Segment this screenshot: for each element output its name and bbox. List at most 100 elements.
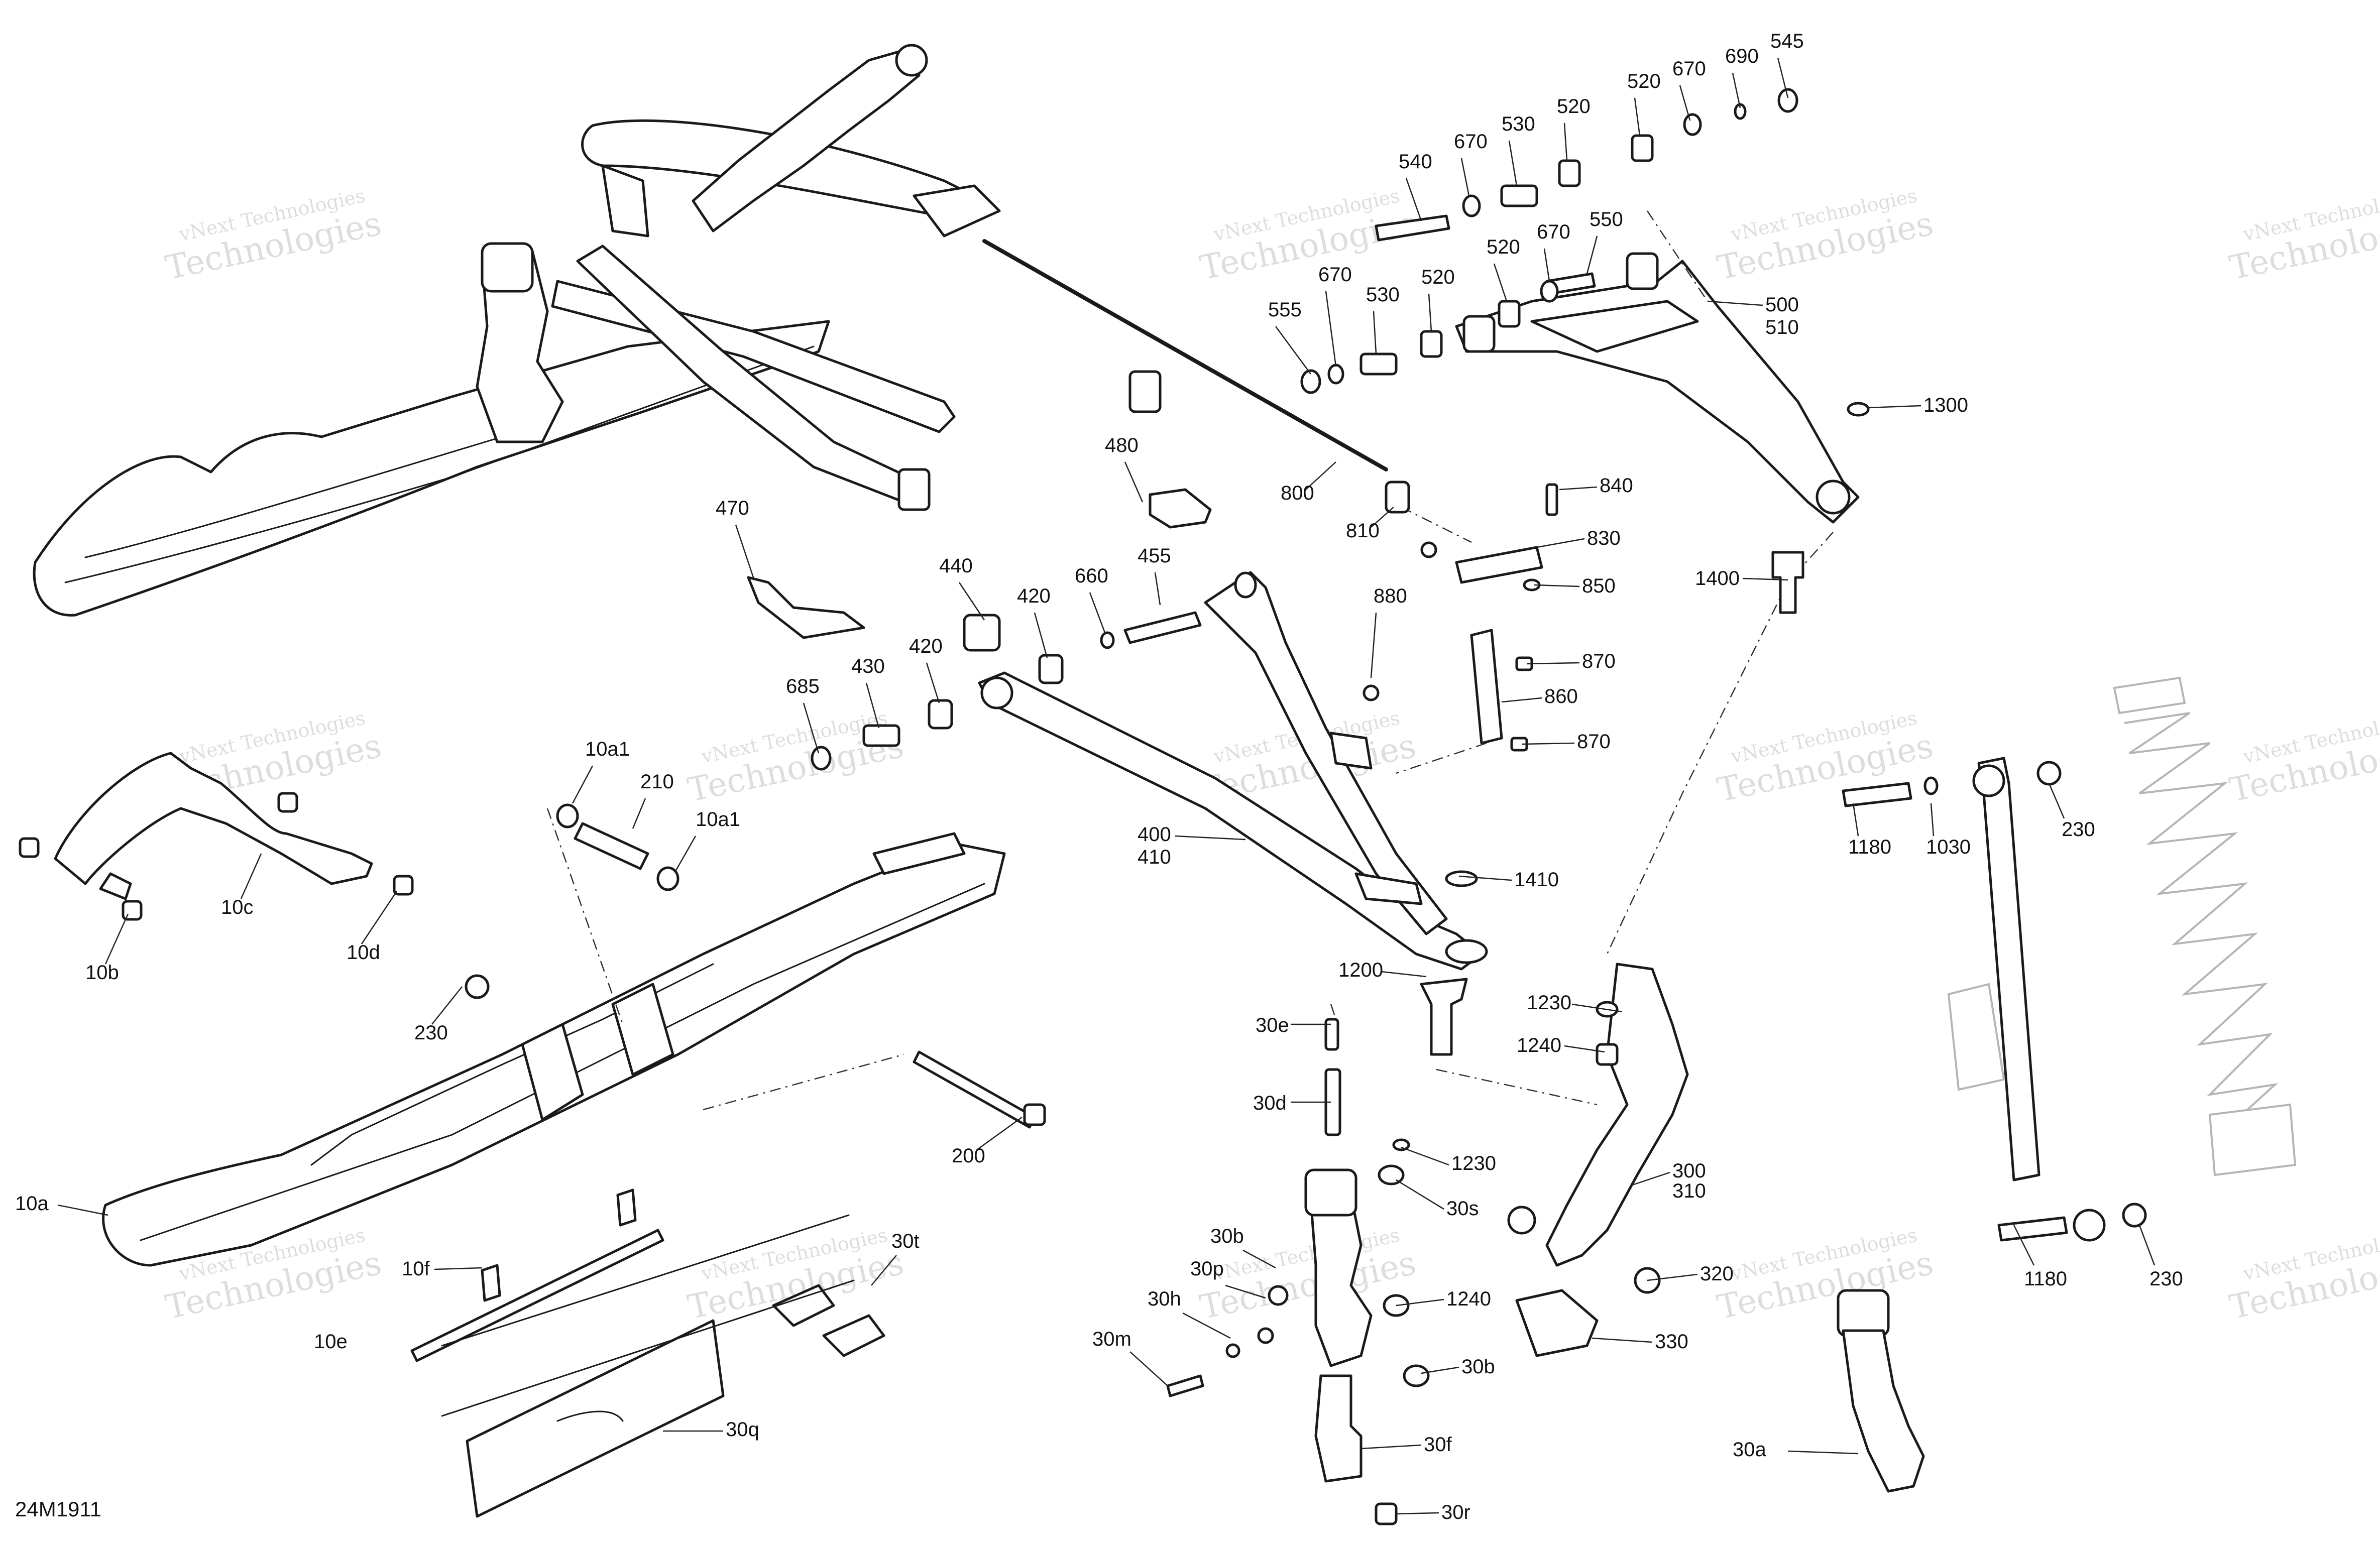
ski-decal (872, 832, 966, 875)
part-callout-label: 10b (85, 962, 119, 984)
leader-line (1563, 123, 1568, 161)
runner-stud-10f (481, 1264, 501, 1302)
leader-line (240, 853, 262, 899)
washer-670 (1683, 113, 1702, 136)
leader-line (1129, 1351, 1168, 1386)
nut-230 (2122, 1203, 2147, 1228)
assembly-axis-line (1330, 1004, 1337, 1020)
spindle-body (1842, 1329, 1925, 1493)
sleeve-530 (1359, 352, 1398, 376)
leader-line (1325, 291, 1337, 367)
leader-line (1647, 1273, 1698, 1281)
a-arm-bushing (1462, 315, 1496, 353)
leader-line (1396, 1512, 1439, 1515)
leader-line (1371, 507, 1394, 528)
bushing-520 (1558, 159, 1581, 187)
screw-10b (19, 837, 40, 858)
leader-line (1787, 1450, 1859, 1455)
leader-line (1592, 1337, 1653, 1343)
seal-30p (1268, 1285, 1289, 1306)
leader-line (1508, 140, 1518, 186)
washer-670 (1327, 364, 1344, 385)
bushing-520 (1631, 134, 1654, 162)
spindle-cap (481, 242, 534, 293)
shock-decal (1947, 983, 2005, 1091)
nut-685 (811, 746, 832, 771)
part-callout-label: 1230 (1451, 1152, 1496, 1174)
assembly-axis-line (546, 808, 624, 1025)
leader-line (1707, 300, 1763, 306)
screw-10b (277, 792, 298, 813)
part-callout-label: 800 (1281, 482, 1314, 504)
assembled-shock-spring (692, 49, 921, 232)
leader-line (1182, 1312, 1231, 1339)
leader-line (958, 582, 985, 621)
bolt-840 (1545, 483, 1558, 516)
clamp-330 (1515, 1289, 1599, 1357)
part-callout-label: 10a (15, 1193, 49, 1215)
ski-edge-line (140, 883, 985, 1241)
oring-30h (1225, 1343, 1240, 1358)
nut-555 (1300, 369, 1321, 394)
part-callout-label: 685 (786, 675, 820, 697)
sleeve-530 (1500, 184, 1538, 207)
part-callout-label: 30q (726, 1418, 759, 1441)
part-callout-label: 470 (716, 497, 749, 519)
leader-line (1275, 326, 1312, 375)
leader-line (1373, 311, 1377, 354)
bushing-10a1 (656, 866, 679, 891)
leader-line (1034, 612, 1048, 658)
link-860 (1470, 629, 1503, 745)
oring-30h (1257, 1327, 1274, 1344)
lower-a-arm-exploded (747, 571, 1488, 971)
leader-line (1175, 835, 1246, 841)
leader-line (1225, 1284, 1266, 1299)
nut-880 (1420, 541, 1437, 558)
bracket-830 (1455, 546, 1543, 584)
part-callout-label: 30d (1253, 1092, 1287, 1114)
ski-mount-boss (611, 983, 674, 1076)
leader-line (1396, 1298, 1444, 1307)
a-arm-pivot-eye (1234, 571, 1257, 599)
assembly-axis-line (1646, 210, 1709, 302)
callout-labels: 5456906705205205306705405506705205205306… (15, 30, 2183, 1523)
washer-670 (1540, 280, 1559, 303)
ski-edge-line (64, 345, 815, 583)
lower-a-arm-upper-leg (1204, 571, 1448, 935)
ball-joint-1200 (1420, 978, 1468, 1056)
part-callout-label: 30r (1441, 1501, 1470, 1523)
shock-top-eye (895, 44, 928, 77)
circlip-1300 (1847, 402, 1870, 417)
part-callout-label: 420 (909, 635, 943, 657)
upper-a-arm-exploded (1300, 88, 1870, 524)
screw-30m (1166, 1374, 1204, 1397)
leader-line (572, 765, 594, 804)
screw-10b (122, 900, 143, 921)
assembled-front-suspension (33, 44, 1388, 617)
leader-line (104, 913, 129, 965)
leader-line (361, 891, 398, 944)
leader-line (1361, 1444, 1422, 1450)
ball-joint-socket (1445, 939, 1488, 964)
part-callout-label: 1400 (1695, 567, 1740, 589)
assembled-ski (33, 320, 830, 617)
part-callout-label: 510 (1765, 316, 1799, 338)
part-callout-label: 520 (1557, 95, 1591, 117)
part-callout-label: 880 (1374, 585, 1407, 607)
bushing-10a1 (556, 803, 579, 828)
part-callout-label: 670 (1318, 264, 1352, 286)
leader-line (1742, 577, 1788, 581)
ski-loop-10c (54, 752, 373, 885)
leader-line (1521, 742, 1575, 745)
tie-rod-hardware (1149, 481, 1804, 752)
part-callout-label: 230 (2062, 818, 2095, 841)
leader-line (1559, 486, 1598, 491)
part-callout-label: 670 (1537, 221, 1570, 243)
part-callout-label: 690 (1725, 45, 1759, 67)
part-callout-label: 10a1 (696, 808, 740, 830)
bracket-470 (747, 576, 865, 639)
a-arm-leg (601, 164, 649, 238)
a-arm-bracket (1329, 732, 1373, 770)
shock-bracket-plate (913, 184, 1001, 238)
leader-line (1526, 662, 1580, 665)
